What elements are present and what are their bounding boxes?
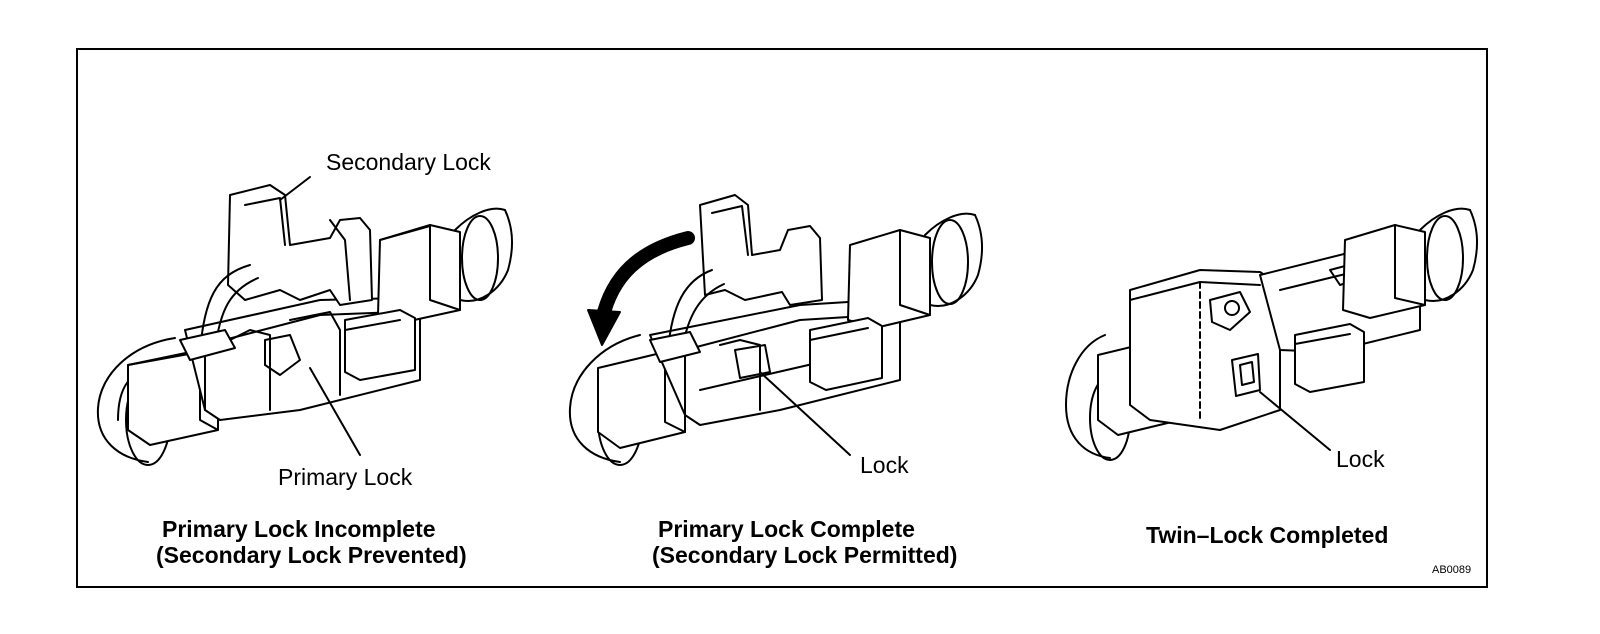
primary-lock-leader: [309, 367, 361, 456]
caption-panel-1-line-2: (Secondary Lock Prevented): [156, 542, 467, 568]
caption-panel-2-line-2: (Secondary Lock Permitted): [652, 542, 958, 568]
connector-primary-locked-illustration: [568, 194, 983, 466]
figure-id: AB0089: [1432, 564, 1472, 576]
connector-unlocked-illustration: [96, 184, 513, 466]
callout-secondary-lock: Secondary Lock: [326, 149, 491, 175]
caption-panel-2-line-1: Primary Lock Complete: [658, 516, 915, 542]
caption-panel-3-line-1: Twin–Lock Completed: [1146, 522, 1389, 548]
lock-leader-panel2: [759, 371, 851, 456]
caption-panel-1-line-1: Primary Lock Incomplete: [162, 516, 436, 542]
callout-lock-panel-2: Lock: [860, 452, 909, 478]
lock-leader-panel3: [1259, 391, 1331, 451]
callout-primary-lock: Primary Lock: [278, 464, 413, 490]
callout-lock-panel-3: Lock: [1336, 446, 1385, 472]
rotate-arrow-head: [587, 309, 621, 346]
secondary-lock-leader: [279, 176, 311, 201]
connector-twin-locked-illustration: [1065, 207, 1478, 461]
rotate-arrow: [595, 231, 695, 327]
